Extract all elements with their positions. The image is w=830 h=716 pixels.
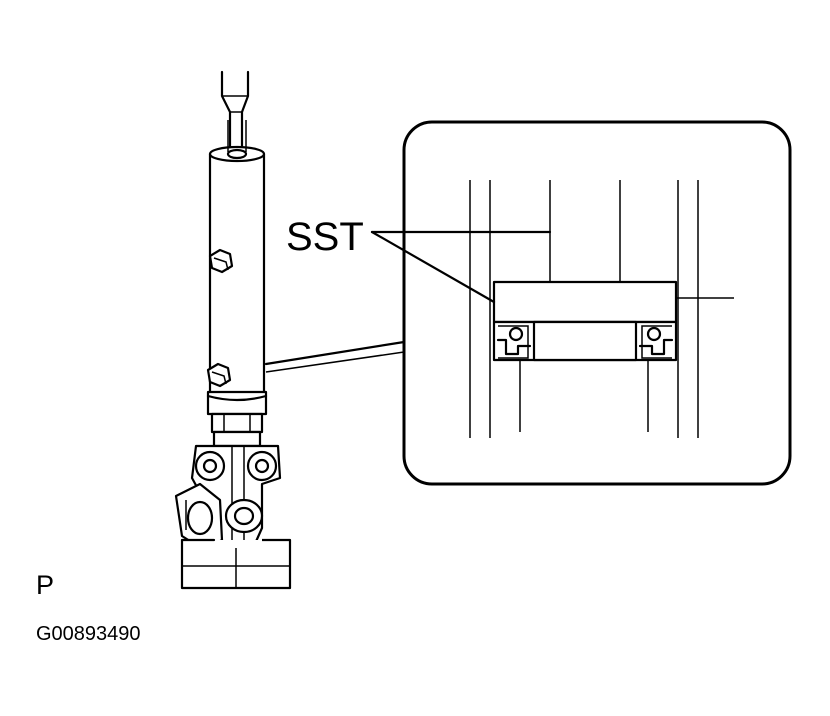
figure-id: G00893490 <box>36 623 141 645</box>
tube-clip-lower <box>206 362 232 388</box>
sst-tube <box>208 120 266 396</box>
sst-leader-lower <box>370 230 496 304</box>
side-port <box>174 482 224 552</box>
tube-clip-upper <box>208 248 234 274</box>
detail-leader <box>264 340 406 366</box>
view-code: P <box>36 570 54 600</box>
steering-gear-assembly <box>174 70 292 590</box>
sst-label: SST <box>286 215 364 259</box>
sst-tool-section <box>492 280 678 324</box>
detail-inset <box>370 120 792 486</box>
oil-seal-section <box>492 320 678 362</box>
bench-block <box>180 538 292 590</box>
press-ram <box>220 70 250 154</box>
collar-nut <box>206 390 268 448</box>
detail-leader-tail <box>265 351 405 373</box>
